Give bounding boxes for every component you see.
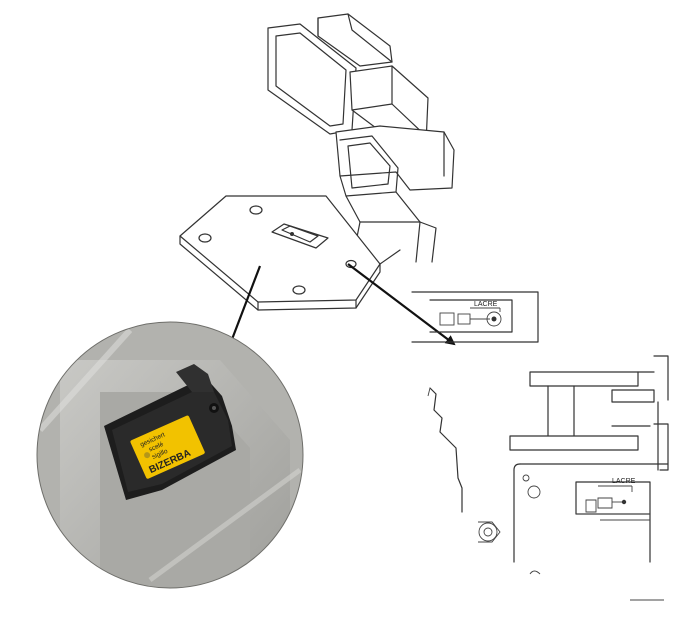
arrow-to-detail bbox=[347, 263, 456, 346]
seal-detail-top: LACRE bbox=[411, 291, 539, 343]
lacre-label-top: LACRE bbox=[474, 301, 498, 308]
lacre-label-bottom: LACRE bbox=[612, 478, 636, 485]
seal-photo: gesichert scelé sigillo BIZERBA bbox=[36, 321, 304, 589]
seal-detail-bottom: LACRE bbox=[427, 355, 669, 601]
isometric-assembly bbox=[179, 13, 455, 311]
